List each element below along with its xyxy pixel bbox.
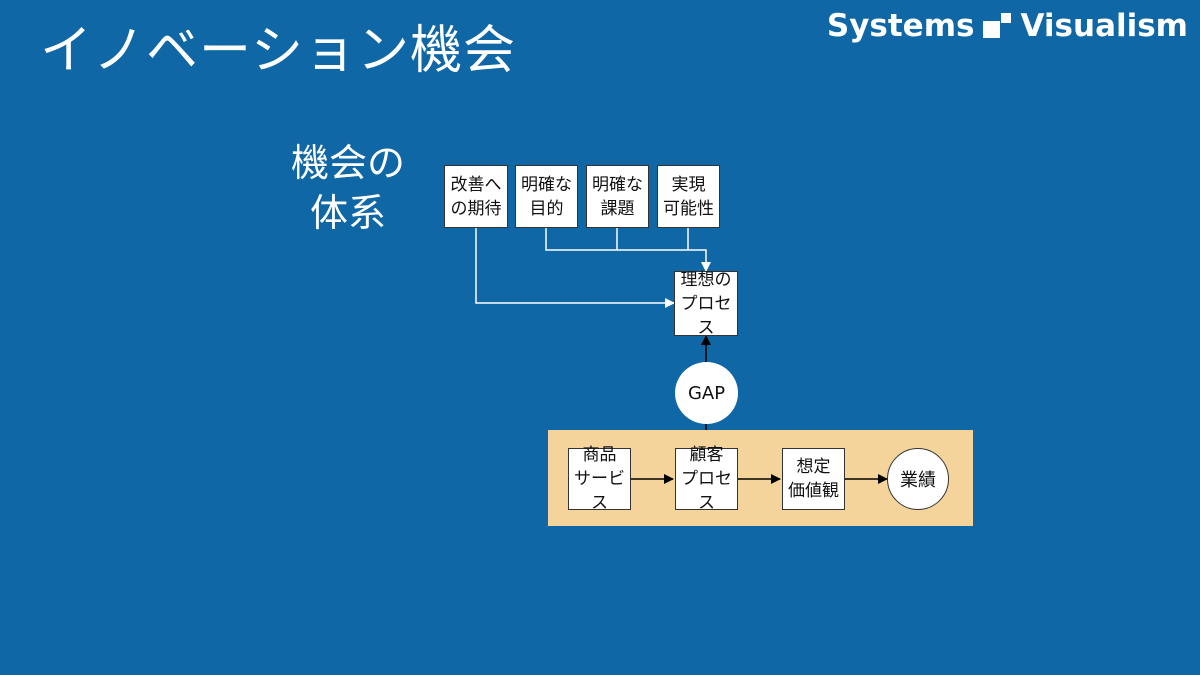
node-jitsugen: 実現 可能性 xyxy=(657,165,720,228)
brand-left-text: Systems xyxy=(826,8,975,44)
page-title: イノベーション機会 xyxy=(40,21,516,81)
node-ideal-process: 理想の プロセス xyxy=(674,270,738,338)
node-kokyaku: 顧客 プロセス xyxy=(675,445,738,513)
node-shohin: 商品 サービス xyxy=(568,445,631,513)
brand-logo: Systems Visualism xyxy=(827,8,1188,44)
line-mokuteki-to-ideal xyxy=(545,228,711,272)
node-gyoseki: 業績 xyxy=(887,448,949,510)
node-gap: GAP xyxy=(675,362,738,424)
node-mokuteki: 明確な 目的 xyxy=(515,165,578,228)
node-kadai: 明確な 課題 xyxy=(586,165,649,228)
brand-right-text: Visualism xyxy=(1020,8,1188,44)
node-kachi: 想定 価値観 xyxy=(782,448,845,510)
node-kaizen: 改善へ の期待 xyxy=(444,165,508,228)
input-lines xyxy=(475,228,711,308)
section-subtitle: 機会の 体系 xyxy=(290,141,405,235)
line-kaizen-to-ideal xyxy=(475,228,675,308)
brand-blocks-icon xyxy=(983,13,1012,38)
